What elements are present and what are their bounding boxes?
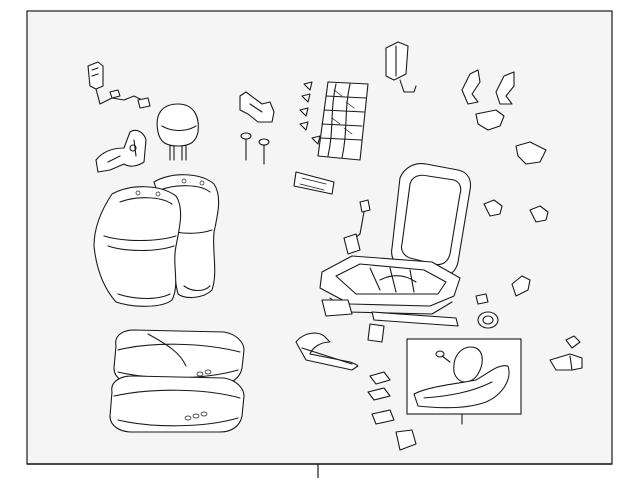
seat-bolts[interactable] [240,132,270,165]
small-clip[interactable] [565,335,581,349]
side-trim-shield-group[interactable] [406,338,522,425]
wire-harness[interactable] [343,199,371,255]
track-cover-small[interactable] [475,275,531,305]
foot-track-covers[interactable] [367,371,417,451]
lumbar-support-mat[interactable] [299,81,369,161]
side-clips[interactable] [483,199,549,223]
recliner-knob[interactable] [477,311,499,329]
seatback-cover-front[interactable] [93,186,182,307]
lever-knob[interactable] [549,353,583,371]
back-pocket-bracket[interactable] [385,41,417,93]
seat-label[interactable] [293,171,335,195]
headrest-sensor-harness[interactable] [87,61,151,109]
headrest-bracket[interactable] [239,91,275,123]
upper-brackets[interactable] [461,69,547,165]
headrest[interactable] [156,103,199,161]
seat-track-rail[interactable] [295,299,459,371]
headrest-guide-bracket[interactable] [95,129,147,173]
seat-cushion-cover-lower[interactable] [109,375,245,433]
seat-frame-assembly[interactable] [319,163,472,315]
